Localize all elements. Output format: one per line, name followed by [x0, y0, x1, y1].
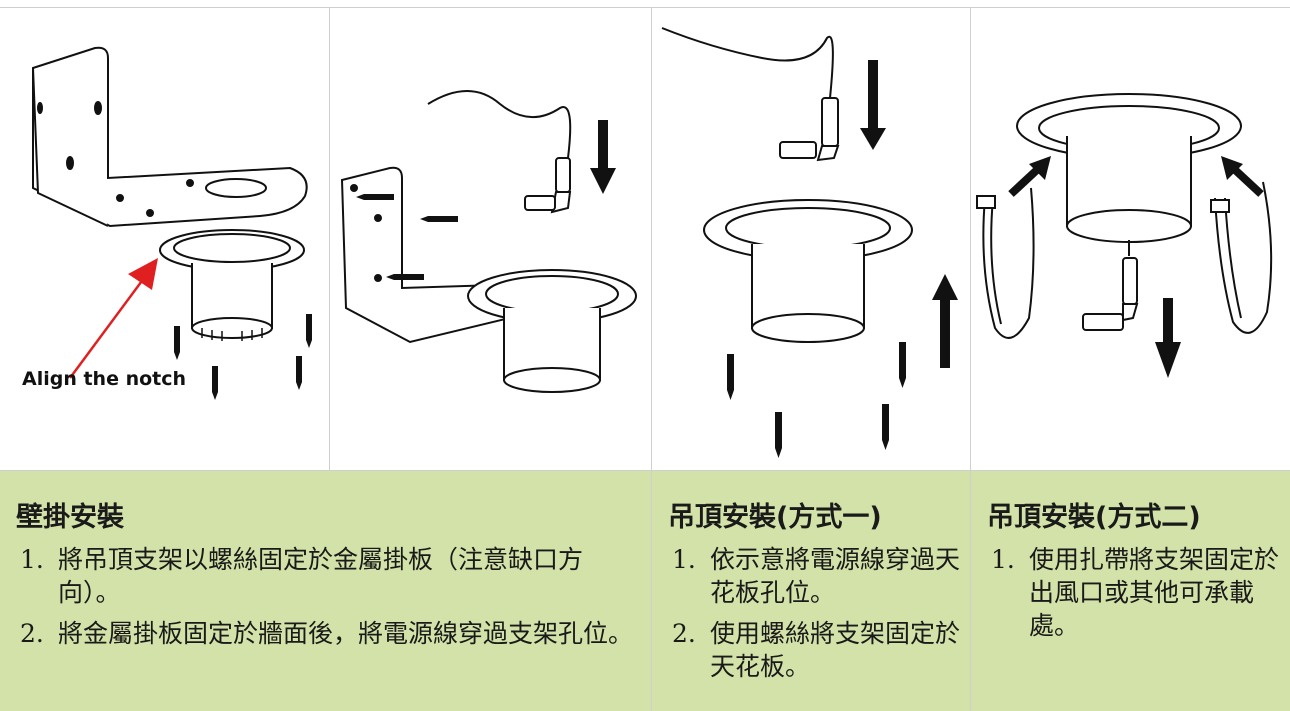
illustration-ceiling-method-two	[971, 8, 1290, 470]
screw-icon	[174, 314, 312, 400]
divider-1	[329, 8, 330, 471]
section-ceiling-method-one: 吊頂安裝(方式一) 1.依示意將電源線穿過天花板孔位。 2.使用螺絲將支架固定於…	[652, 471, 970, 711]
ceiling-mount-icon	[661, 27, 958, 458]
illustration-wall-bracket	[0, 8, 329, 470]
list-item: 2.使用螺絲將支架固定於天花板。	[672, 619, 961, 681]
divider-2	[651, 8, 652, 711]
screw-icon	[727, 342, 906, 458]
list-item: 1.依示意將電源線穿過天花板孔位。	[672, 545, 961, 607]
illustration-wall-mount	[330, 8, 651, 470]
list-item: 1.將吊頂支架以螺絲固定於金屬掛板（注意缺口方向）。	[20, 545, 584, 607]
divider-3	[970, 8, 971, 711]
section-ceiling-method-two: 吊頂安裝(方式二) 1.使用扎帶將支架固定於出風口或其他可承載處。	[971, 471, 1290, 711]
down-arrow-icon	[1163, 298, 1173, 344]
step-list: 1.使用扎帶將支架固定於出風口或其他可承載處。	[987, 543, 1282, 650]
down-arrow-icon	[868, 60, 878, 130]
section-title: 吊頂安裝(方式二)	[987, 502, 1201, 533]
wall-bracket-icon	[32, 46, 312, 400]
section-wall-mount: 壁掛安裝 1.將吊頂支架以螺絲固定於金屬掛板（注意缺口方向）。 2.將金屬掛板固…	[0, 471, 651, 711]
list-item: 2.將金屬掛板固定於牆面後，將電源線穿過支架孔位。	[20, 619, 634, 648]
step-list: 1.依示意將電源線穿過天花板孔位。 2.使用螺絲將支架固定於天花板。	[668, 543, 962, 691]
list-item: 1.使用扎帶將支架固定於出風口或其他可承載處。	[991, 545, 1280, 640]
notch-callout: Align the notch	[22, 368, 187, 390]
mid-rule	[0, 470, 1290, 471]
section-title: 壁掛安裝	[16, 502, 124, 533]
up-arrow-icon	[940, 298, 950, 368]
section-title: 吊頂安裝(方式一)	[668, 502, 882, 533]
illustration-ceiling-method-one	[652, 8, 970, 470]
top-rule	[0, 7, 1290, 8]
power-cable-icon	[340, 90, 637, 393]
cable-tie-icon	[976, 93, 1273, 378]
step-list: 1.將吊頂支架以螺絲固定於金屬掛板（注意缺口方向）。 2.將金屬掛板固定於牆面後…	[16, 543, 643, 658]
screw-icon	[356, 194, 458, 280]
